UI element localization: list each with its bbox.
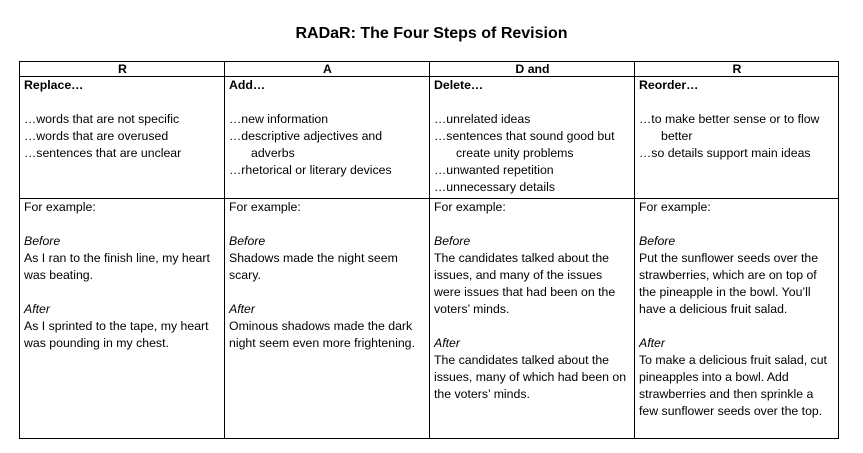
example-intro: For example: <box>24 200 96 214</box>
steps-row: Replace… …words that are not specific …w… <box>19 76 839 199</box>
before-text: The candidates talked about the issues, … <box>434 251 616 316</box>
reorder-item-continued: better <box>661 129 693 143</box>
replace-item: …words that are not specific <box>24 112 180 126</box>
add-example-cell: For example: Before Shadows made the nig… <box>224 198 430 439</box>
replace-cell: Replace… …words that are not specific …w… <box>19 76 225 199</box>
delete-example-cell: For example: Before The candidates talke… <box>429 198 635 439</box>
example-intro: For example: <box>434 200 506 214</box>
add-cell: Add… …new information …descriptive adjec… <box>224 76 430 199</box>
reorder-cell: Reorder… …to make better sense or to flo… <box>634 76 839 199</box>
page-title: RADaR: The Four Steps of Revision <box>295 25 568 42</box>
add-item: …rhetorical or literary devices <box>229 163 392 177</box>
replace-item: …words that are overused <box>24 129 169 143</box>
replace-heading: Replace… <box>24 78 84 92</box>
reorder-example-cell: For example: Before Put the sunflower se… <box>634 198 839 439</box>
reorder-item: …so details support main ideas <box>639 146 811 160</box>
delete-cell: Delete… …unrelated ideas …sentences that… <box>429 76 635 199</box>
before-text: Put the sunflower seeds over the strawbe… <box>639 251 819 316</box>
reorder-heading: Reorder… <box>639 78 699 92</box>
column-letter-delete: D and <box>429 61 635 77</box>
before-label: Before <box>639 234 676 248</box>
examples-row: For example: Before As I ran to the fini… <box>19 198 839 439</box>
column-letter-reorder: R <box>634 61 839 77</box>
delete-heading: Delete… <box>434 78 484 92</box>
after-label: After <box>229 302 255 316</box>
column-letter-replace: R <box>19 61 225 77</box>
after-label: After <box>24 302 50 316</box>
reorder-item: …to make better sense or to flow <box>639 112 820 126</box>
revision-table: R A D and R Replace… …words that are not… <box>19 61 839 439</box>
before-label: Before <box>434 234 471 248</box>
after-label: After <box>639 336 665 350</box>
replace-example-cell: For example: Before As I ran to the fini… <box>19 198 225 439</box>
add-item: …new information <box>229 112 329 126</box>
example-intro: For example: <box>639 200 711 214</box>
delete-item-continued: create unity problems <box>456 146 574 160</box>
column-letter-add: A <box>224 61 430 77</box>
after-text: The candidates talked about the issues, … <box>434 353 627 401</box>
replace-item: …sentences that are unclear <box>24 146 182 160</box>
add-item: …descriptive adjectives and <box>229 129 383 143</box>
delete-item: …unrelated ideas <box>434 112 531 126</box>
delete-item: …unwanted repetition <box>434 163 554 177</box>
after-text: As I sprinted to the tape, my heart was … <box>24 319 209 350</box>
before-text: Shadows made the night seem scary. <box>229 251 398 282</box>
delete-item: …sentences that sound good but <box>434 129 615 143</box>
after-text: Ominous shadows made the dark night seem… <box>229 319 415 350</box>
before-text: As I ran to the finish line, my heart wa… <box>24 251 210 282</box>
delete-item: …unnecessary details <box>434 180 555 194</box>
before-label: Before <box>24 234 61 248</box>
before-label: Before <box>229 234 266 248</box>
header-row: R A D and R <box>19 61 839 77</box>
after-text: To make a delicious fruit salad, cut pin… <box>639 353 827 418</box>
after-label: After <box>434 336 460 350</box>
example-intro: For example: <box>229 200 301 214</box>
add-heading: Add… <box>229 78 266 92</box>
add-item-continued: adverbs <box>251 146 295 160</box>
